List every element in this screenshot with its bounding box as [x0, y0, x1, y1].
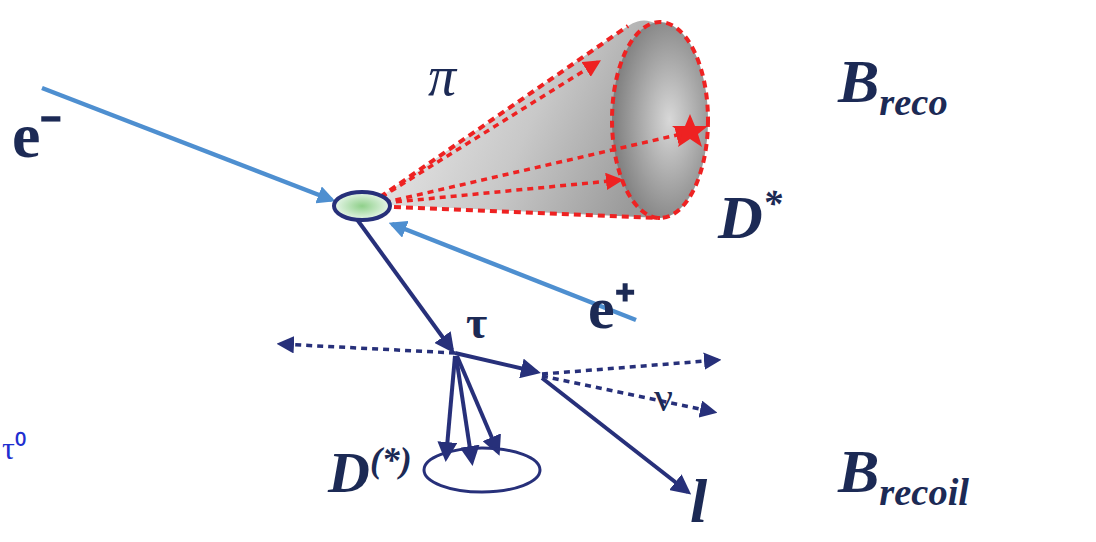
- electron-beam: [42, 88, 332, 200]
- d-daughter-track: [446, 356, 455, 458]
- particle-label: l: [690, 470, 707, 532]
- cone-edge: [370, 206, 660, 218]
- particle-label: D*: [718, 186, 782, 248]
- d-daughter-track: [457, 356, 498, 452]
- tau-track: [455, 353, 537, 372]
- cone-edge: [370, 26, 628, 204]
- neutrino-track: [542, 360, 718, 374]
- pion-track: [372, 62, 598, 203]
- side-label: Breco: [838, 50, 948, 112]
- neutrino-track: [542, 376, 714, 412]
- particle-label: e⁻: [12, 104, 62, 168]
- particle-label: ν: [654, 376, 673, 418]
- d-meson-ellipse: [424, 448, 540, 492]
- particle-label: τ⁰: [2, 432, 26, 464]
- dstar-track: [374, 132, 690, 205]
- collision-vertex: [334, 192, 390, 220]
- particle-label: π: [428, 48, 456, 104]
- neutrino-track: [280, 344, 455, 353]
- cone-base: [612, 22, 708, 218]
- track: [374, 180, 620, 204]
- b-recoil-track: [356, 218, 452, 350]
- cone-rim: [612, 22, 708, 218]
- particle-label: e⁺: [588, 278, 635, 338]
- particle-label: D(*): [328, 444, 412, 502]
- star-mark: [672, 114, 708, 147]
- particle-label: τ: [466, 300, 487, 346]
- side-label: Brecoil: [838, 440, 969, 502]
